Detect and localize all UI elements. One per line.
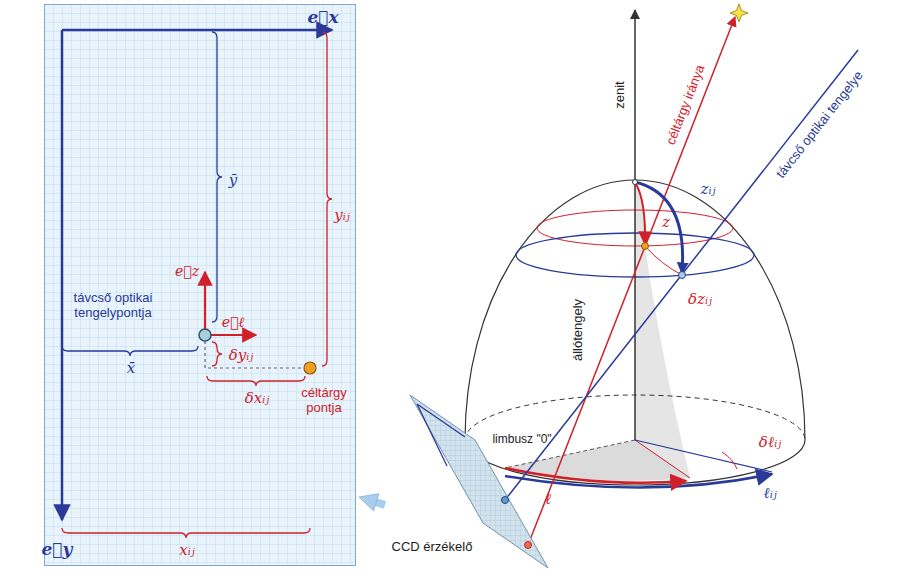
optical-axis: [505, 50, 858, 500]
bracket: [62, 528, 310, 538]
brackets: [62, 32, 332, 538]
delta-l-arc: [722, 452, 737, 469]
target-direction: [528, 17, 735, 545]
ccd-grid: [44, 4, 356, 566]
bracket: [322, 32, 332, 366]
unit-vector-z: [204, 272, 206, 335]
axis-image-point: [502, 497, 509, 504]
dimension-label: yᵢⱼ: [334, 207, 349, 224]
axis-zenith-angle-arc: [635, 182, 683, 272]
dimension-label: x̄: [127, 360, 135, 377]
target-azimuth-line: [635, 440, 690, 478]
target-image-point: [525, 542, 532, 549]
axis-sphere-point: [679, 272, 686, 279]
target-point: [304, 362, 316, 374]
angle-label: δℓᵢⱼ: [759, 434, 781, 451]
angle-label: ℓᵢⱼ: [763, 485, 776, 502]
bracket: [62, 346, 198, 356]
y-axis: [61, 30, 64, 520]
horizontal-angle-target-arrow: [505, 468, 686, 483]
sensor-axis: [417, 404, 465, 437]
direction-label: céltárgy iránya: [664, 63, 709, 147]
zenith-line: [634, 10, 636, 440]
angle-label: ℓ: [545, 491, 551, 508]
bracket: [212, 32, 222, 322]
target-sphere-point: [642, 243, 649, 250]
axis-name: állótengely: [571, 299, 586, 361]
vector-label: e⃗ℓ: [222, 314, 245, 330]
direction-label: távcső optikai tengelye: [774, 69, 867, 182]
reference-label: limbusz "0": [492, 433, 551, 447]
point-label: távcső optikai tengelypontja: [53, 291, 173, 321]
angle-label: z: [662, 214, 670, 231]
transfer-arrow: [359, 494, 385, 511]
star: [730, 4, 748, 22]
bracket: [212, 342, 222, 366]
dimension-label: ȳ: [229, 172, 237, 189]
sensor-label: CCD érzékelő: [392, 540, 473, 555]
x-axis: [62, 29, 332, 32]
arrow-head: [359, 494, 379, 511]
delta-z-arc: [645, 246, 682, 275]
axis-label: e⃗x: [307, 8, 338, 28]
bracket: [207, 376, 305, 386]
arrow-shaft: [376, 502, 385, 505]
vector-label: e⃗z: [175, 263, 199, 279]
dimension-label: xᵢⱼ: [179, 542, 194, 559]
zenith-point: [633, 180, 638, 185]
ccd-sensor: CCD érzékelő: [385, 390, 555, 570]
dimension-label: δxᵢⱼ: [245, 390, 269, 407]
angle-label: δzᵢⱼ: [688, 291, 712, 308]
vertical-plane-shade: [635, 182, 690, 478]
offset-dashes: [205, 335, 304, 368]
axis-name: zenit: [613, 81, 628, 108]
ccd-panel-ground: [44, 4, 356, 566]
optical-axis-point: [199, 329, 211, 341]
ccd-image-panel: e⃗x e⃗y ȳ x̄ e⃗z e⃗ℓ távcső optikai tengelypon…: [44, 4, 356, 566]
axis-azimuth-line: [635, 440, 772, 472]
sensor-axis: [417, 404, 447, 466]
angle-label: zᵢⱼ: [701, 181, 716, 198]
dimension-label: δyᵢⱼ: [229, 347, 254, 364]
unit-vector-l: [205, 334, 256, 336]
zenith-angle-arc: [635, 182, 645, 244]
axis-label: e⃗y: [42, 540, 73, 560]
point-label: céltárgy pontja: [294, 386, 354, 416]
